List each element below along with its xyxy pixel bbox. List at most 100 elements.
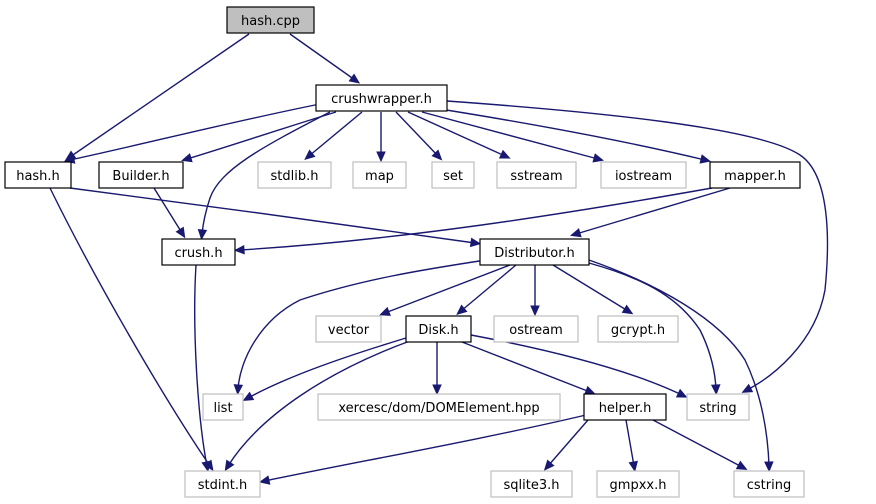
node-label: set [443, 169, 463, 184]
edge-arrowhead [498, 149, 511, 159]
edge-crushwrapper-h-to-map [376, 112, 386, 163]
edge-arrowhead [699, 154, 712, 164]
edge-arrowhead [584, 385, 596, 395]
node-crushwrapper-h[interactable]: crushwrapper.h [315, 84, 448, 112]
edge-distributor-h-to-cstring [588, 259, 774, 473]
edge-crushwrapper-h-to-stdlib-h [304, 111, 363, 160]
node-vector[interactable]: vector [315, 315, 382, 343]
node-gmpxx-h[interactable]: gmpxx.h [596, 470, 680, 498]
node-box [597, 315, 679, 343]
node-stdlib-h[interactable]: stdlib.h [257, 161, 332, 189]
edge-line [446, 100, 829, 391]
node-builder-h[interactable]: Builder.h [98, 161, 184, 189]
edge-line [460, 264, 517, 312]
node-label: cstring [747, 478, 791, 493]
edge-disk-h-to-list [242, 337, 407, 401]
edge-arrowhead [469, 237, 482, 248]
node-distributor-h[interactable]: Distributor.h [479, 238, 590, 266]
graph-edges [49, 33, 829, 485]
node-label: Builder.h [112, 169, 169, 184]
edge-arrowhead [197, 229, 208, 241]
node-box [315, 315, 382, 343]
edge-arrowhead [175, 226, 186, 239]
edge-line [652, 419, 743, 468]
edge-arrowhead [348, 73, 361, 84]
node-label: sqlite3.h [504, 478, 560, 493]
node-label: ostream [509, 323, 563, 338]
edge-line [69, 103, 321, 161]
edge-arrowhead [764, 461, 774, 473]
node-label: string [699, 401, 736, 416]
node-xercesc[interactable]: xercesc/dom/DOMElement.hpp [317, 393, 561, 421]
edge-disk-h-to-stdint-h [224, 340, 411, 472]
node-box [479, 238, 590, 266]
edge-line [625, 419, 635, 467]
edge-line [552, 264, 629, 312]
node-box [98, 161, 184, 189]
edge-line [588, 259, 770, 467]
node-label: list [213, 401, 232, 416]
node-box [226, 6, 315, 34]
node-set[interactable]: set [431, 161, 475, 189]
node-sqlite3-h[interactable]: sqlite3.h [490, 470, 573, 498]
node-box [600, 161, 687, 189]
node-sstream[interactable]: sstream [496, 161, 577, 189]
edge-line [575, 187, 731, 235]
node-iostream[interactable]: iostream [600, 161, 687, 189]
edge-builder-h-to-crush-h [153, 187, 186, 239]
edge-mapper-h-to-distributor-h [570, 187, 731, 238]
edge-line [439, 108, 706, 161]
edge-line [49, 187, 211, 467]
node-box [583, 393, 667, 421]
node-mapper-h[interactable]: mapper.h [709, 161, 801, 189]
edge-line [547, 419, 589, 467]
node-map[interactable]: map [352, 161, 407, 189]
edge-helper-h-to-gmpxx-h [625, 419, 638, 473]
edge-hash-cpp-to-crushwrapper-h [289, 33, 361, 84]
edge-arrowhead [376, 151, 386, 163]
edge-distributor-h-to-gcrypt-h [552, 264, 634, 315]
edge-arrowhead [258, 475, 271, 485]
node-string[interactable]: string [686, 393, 750, 421]
edge-arrowhead [675, 388, 688, 398]
node-helper-h[interactable]: helper.h [583, 393, 667, 421]
node-gcrypt-h[interactable]: gcrypt.h [597, 315, 679, 343]
node-cstring[interactable]: cstring [733, 470, 805, 498]
edge-line [264, 414, 587, 482]
node-box [317, 393, 561, 421]
node-label: gmpxx.h [610, 478, 667, 493]
node-hash-h[interactable]: hash.h [4, 161, 72, 189]
node-label: sstream [510, 169, 562, 184]
edge-arrowhead [181, 153, 193, 163]
node-label: vector [328, 323, 370, 338]
node-label: stdint.h [198, 478, 247, 493]
node-box [496, 161, 577, 189]
node-disk-h[interactable]: Disk.h [405, 315, 472, 343]
edge-helper-h-to-cstring [652, 419, 748, 470]
edge-line [201, 111, 331, 235]
node-crush-h[interactable]: crush.h [161, 238, 236, 266]
edge-arrowhead [592, 153, 605, 163]
node-box [161, 238, 236, 266]
edge-mapper-h-to-crush-h [233, 187, 713, 255]
node-hash-cpp[interactable]: hash.cpp [226, 6, 315, 34]
edge-line [461, 341, 591, 393]
node-stdint-h[interactable]: stdint.h [184, 470, 261, 498]
edge-helper-h-to-stdint-h [258, 414, 587, 485]
edge-crushwrapper-h-to-mapper-h [439, 108, 712, 164]
edge-arrowhead [741, 383, 754, 393]
node-label: helper.h [599, 401, 652, 416]
node-list[interactable]: list [202, 393, 244, 421]
node-label: map [365, 169, 394, 184]
edge-line [289, 33, 356, 81]
edge-disk-h-to-xercesc [432, 342, 442, 396]
edge-arrowhead [304, 149, 316, 160]
node-ostream[interactable]: ostream [493, 315, 579, 343]
edge-arrowhead [432, 384, 442, 396]
node-box [315, 84, 448, 112]
edge-disk-h-to-helper-h [461, 341, 596, 395]
node-box [405, 315, 472, 343]
node-box [490, 470, 573, 498]
edge-hash-h-to-stdint-h [49, 187, 214, 472]
edge-arrowhead [379, 306, 391, 316]
